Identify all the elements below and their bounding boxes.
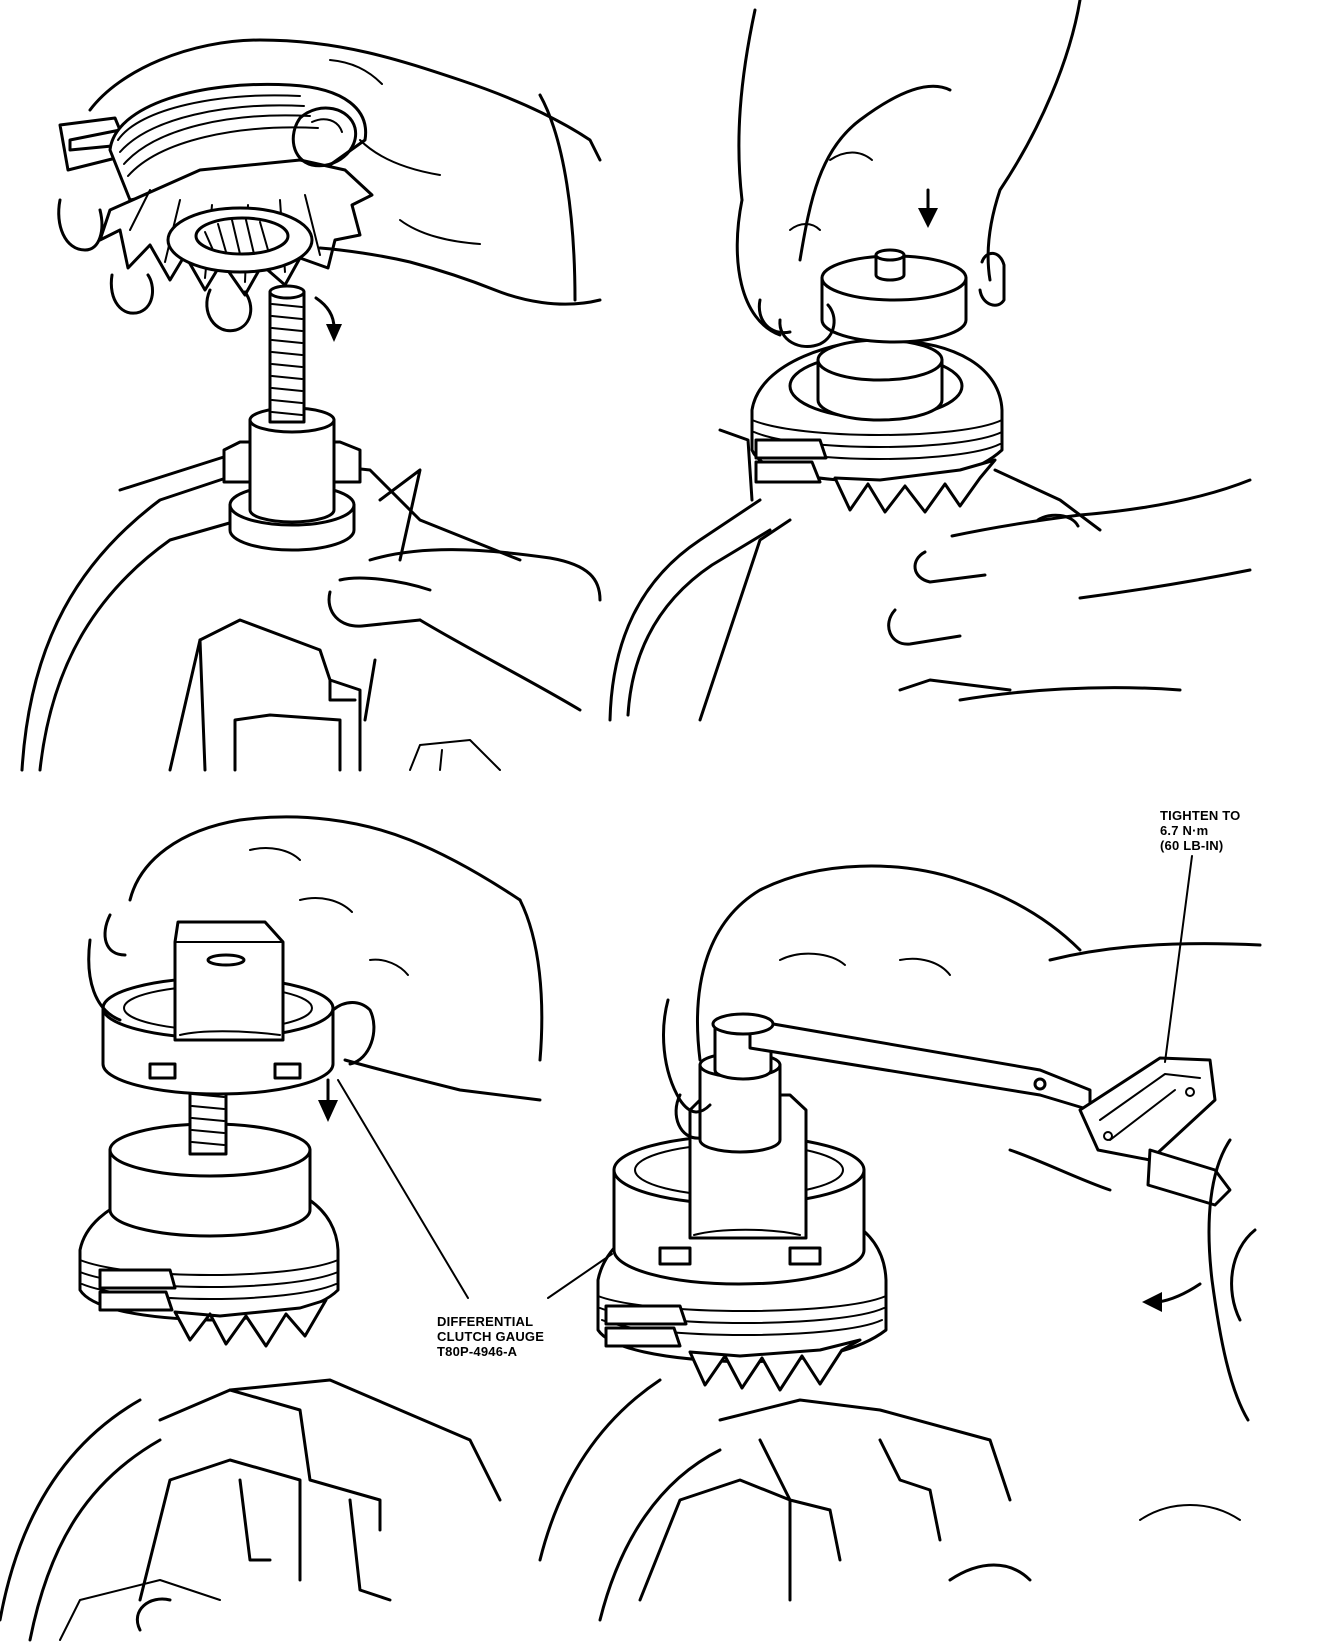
torque-spec-callout: TIGHTEN TO 6.7 N·m (60 LB-IN) [1160, 808, 1240, 853]
panel-2-press-gauge [610, 0, 1250, 720]
clutch-gauge-3 [103, 922, 333, 1094]
torque-wrench [713, 1014, 1230, 1205]
callout-line-2: CLUTCH GAUGE [437, 1329, 545, 1344]
side-gear-with-clutch-pack [60, 84, 372, 295]
hand-3 [89, 817, 542, 1100]
differential-case-4 [540, 1380, 1240, 1620]
gauge-tool-2 [818, 250, 966, 420]
callout-line-3: (60 LB-IN) [1160, 838, 1224, 853]
differential-case-3 [0, 1380, 500, 1640]
threaded-stud [270, 286, 304, 422]
panel-4-torque-wrench [540, 856, 1260, 1620]
left-hand-2 [737, 0, 1080, 347]
down-arrow-3 [318, 1080, 338, 1122]
callout-line-2: 6.7 N·m [1160, 823, 1209, 838]
panel-3-gauge-over-stud [0, 817, 542, 1640]
gauge-leader-line [338, 1080, 468, 1298]
callout-line-1: DIFFERENTIAL [437, 1314, 534, 1329]
hand-4 [664, 866, 1260, 1420]
rotate-arrow [316, 298, 342, 342]
clutch-gauge-4 [614, 1053, 864, 1284]
gauge-leader-line-4 [548, 1254, 612, 1298]
torque-leader-line [1165, 856, 1192, 1062]
clutch-gauge-callout: DIFFERENTIAL CLUTCH GAUGE T80P-4946-A [437, 1314, 544, 1359]
callout-line-3: T80P-4946-A [437, 1344, 518, 1359]
right-hand-2 [889, 480, 1250, 700]
callout-line-1: TIGHTEN TO [1160, 808, 1241, 823]
differential-case-2 [610, 430, 1100, 720]
gauge-base [224, 408, 360, 550]
differential-case [22, 455, 520, 770]
panel-1-install-side-gear [22, 40, 600, 770]
rotate-arrow-4 [1142, 1284, 1200, 1312]
right-hand-lower [329, 550, 600, 710]
push-arrow [918, 190, 938, 228]
left-hand [59, 40, 600, 331]
